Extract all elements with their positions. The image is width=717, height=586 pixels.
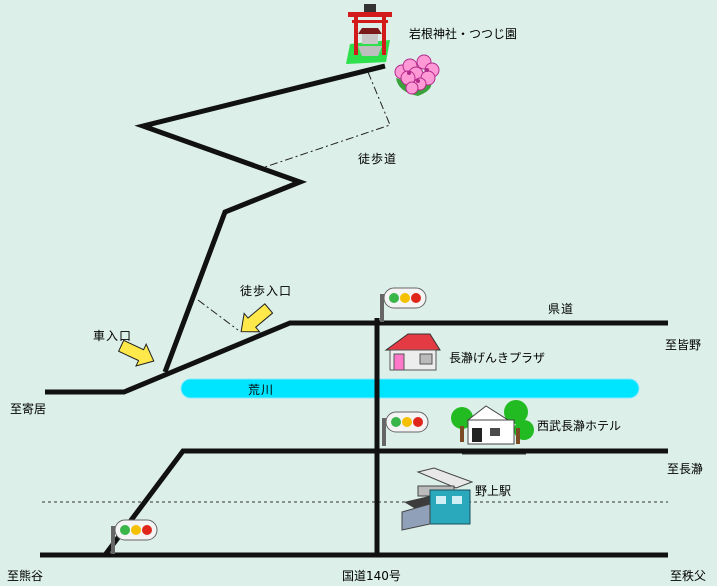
car-entrance-label: 車入口 [93,329,132,343]
footpath-entrance-label: 徒歩入口 [240,283,292,298]
to-kumagaya-label: 至熊谷 [7,568,43,583]
genki-plaza-label: 長瀞げんきプラザ [449,350,545,365]
shrine-label: 岩根神社・つつじ園 [409,26,517,41]
footpath-line [264,71,391,168]
seibu-hotel-label: 西武長瀞ホテル [537,418,621,433]
arakawa-label: 荒川 [248,383,274,397]
to-nagatoro-label: 至長瀞 [667,461,703,476]
to-chichibu-label: 至秩父 [670,569,706,583]
prefectural-road [45,320,668,395]
seibu-hotel-icon [451,400,534,455]
azalea-flower-icon [394,54,440,96]
shrine-icon [346,4,392,64]
nogami-station-icon [401,467,474,531]
to-minano-label: 至皆野 [665,338,701,352]
traffic-light-icon [111,519,158,554]
car-entrance-arrow [117,339,155,367]
mountain-road [134,63,386,373]
route140-label: 国道140号 [342,569,401,583]
traffic-light-icon [380,287,427,322]
prefectural-road-label: 県道 [548,302,574,316]
footpath-label: 徒歩道 [358,151,397,166]
arakawa-river [180,378,640,399]
nogami-station-label: 野上駅 [475,484,511,498]
genki-plaza-icon [384,333,441,371]
traffic-light-icon [382,411,429,446]
to-yorii-label: 至寄居 [10,401,46,416]
footpath-entrance-arrow [240,303,274,333]
